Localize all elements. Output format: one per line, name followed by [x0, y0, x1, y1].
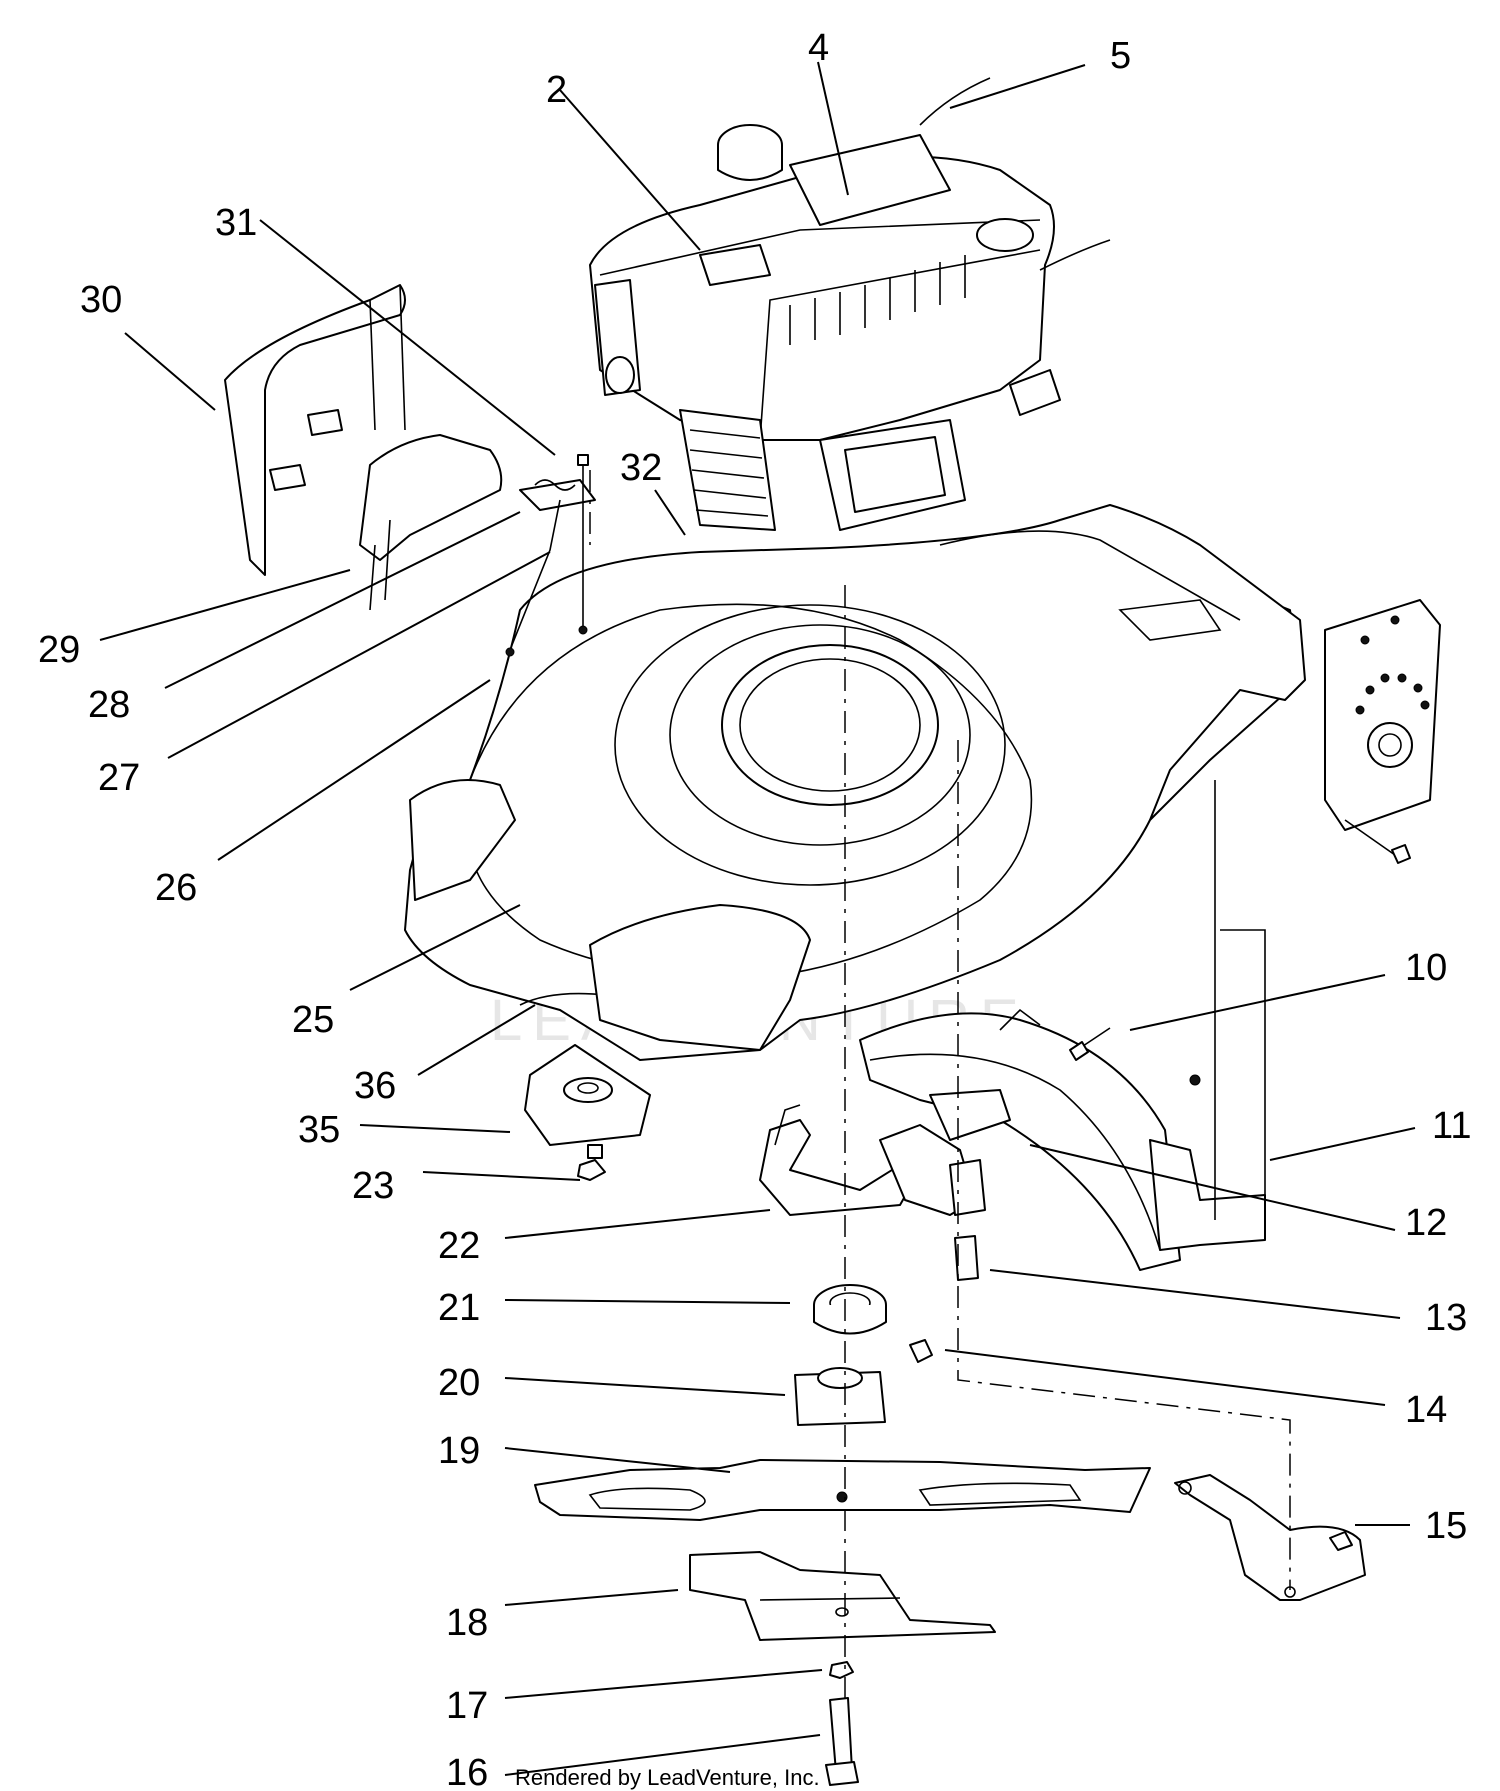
callout-11: 11	[1432, 1105, 1471, 1147]
callout-35: 35	[298, 1109, 340, 1151]
callout-25: 25	[292, 999, 334, 1041]
callout-16: 16	[446, 1752, 488, 1791]
callout-17: 17	[446, 1685, 488, 1727]
callout-31: 31	[215, 202, 257, 244]
discharge-door	[1174, 1474, 1366, 1601]
callout-22: 22	[438, 1225, 480, 1267]
callout-19: 19	[438, 1430, 480, 1472]
callout-23: 23	[352, 1165, 394, 1207]
bolt-13	[949, 1159, 986, 1281]
callout-28: 28	[88, 684, 130, 726]
callout-labels: 2 4 5 31 30 32 29 28 27 26 25 36 35 23 2…	[38, 27, 1471, 1791]
callout-20: 20	[438, 1362, 480, 1404]
callout-26: 26	[155, 867, 197, 909]
callout-30: 30	[80, 279, 122, 321]
callout-2: 2	[546, 69, 567, 111]
engine	[589, 77, 1111, 531]
callout-4: 4	[808, 27, 829, 69]
callout-13: 13	[1425, 1297, 1467, 1339]
callout-5: 5	[1110, 35, 1131, 77]
callout-29: 29	[38, 629, 80, 671]
key-14	[909, 1339, 933, 1363]
bolt-16	[825, 1697, 859, 1786]
spacer-20	[794, 1367, 886, 1426]
leader-lines	[99, 61, 1416, 1776]
deck-housing	[404, 504, 1306, 1061]
callout-36: 36	[354, 1065, 396, 1107]
callout-27: 27	[98, 757, 140, 799]
callout-14: 14	[1405, 1389, 1447, 1431]
nut-23	[577, 1159, 606, 1181]
callout-21: 21	[438, 1287, 480, 1329]
callout-15: 15	[1425, 1505, 1467, 1547]
mulch-plug	[524, 1044, 651, 1159]
rear-flap-assembly	[224, 284, 596, 657]
mower-blade	[534, 1459, 1151, 1521]
blade-adapter	[813, 1284, 887, 1335]
screw-10	[1079, 1027, 1111, 1049]
callout-12: 12	[1405, 1202, 1447, 1244]
render-credit: Rendered by LeadVenture, Inc.	[515, 1765, 820, 1790]
callout-32: 32	[620, 447, 662, 489]
discharge-chute	[859, 1008, 1181, 1271]
blade-stiffener	[689, 1551, 996, 1641]
baffle	[759, 1104, 976, 1216]
rear-guard	[1149, 780, 1266, 1251]
callout-10: 10	[1405, 947, 1447, 989]
height-adjust-bracket	[1324, 599, 1441, 864]
callout-18: 18	[446, 1602, 488, 1644]
nut-17	[829, 1661, 854, 1679]
